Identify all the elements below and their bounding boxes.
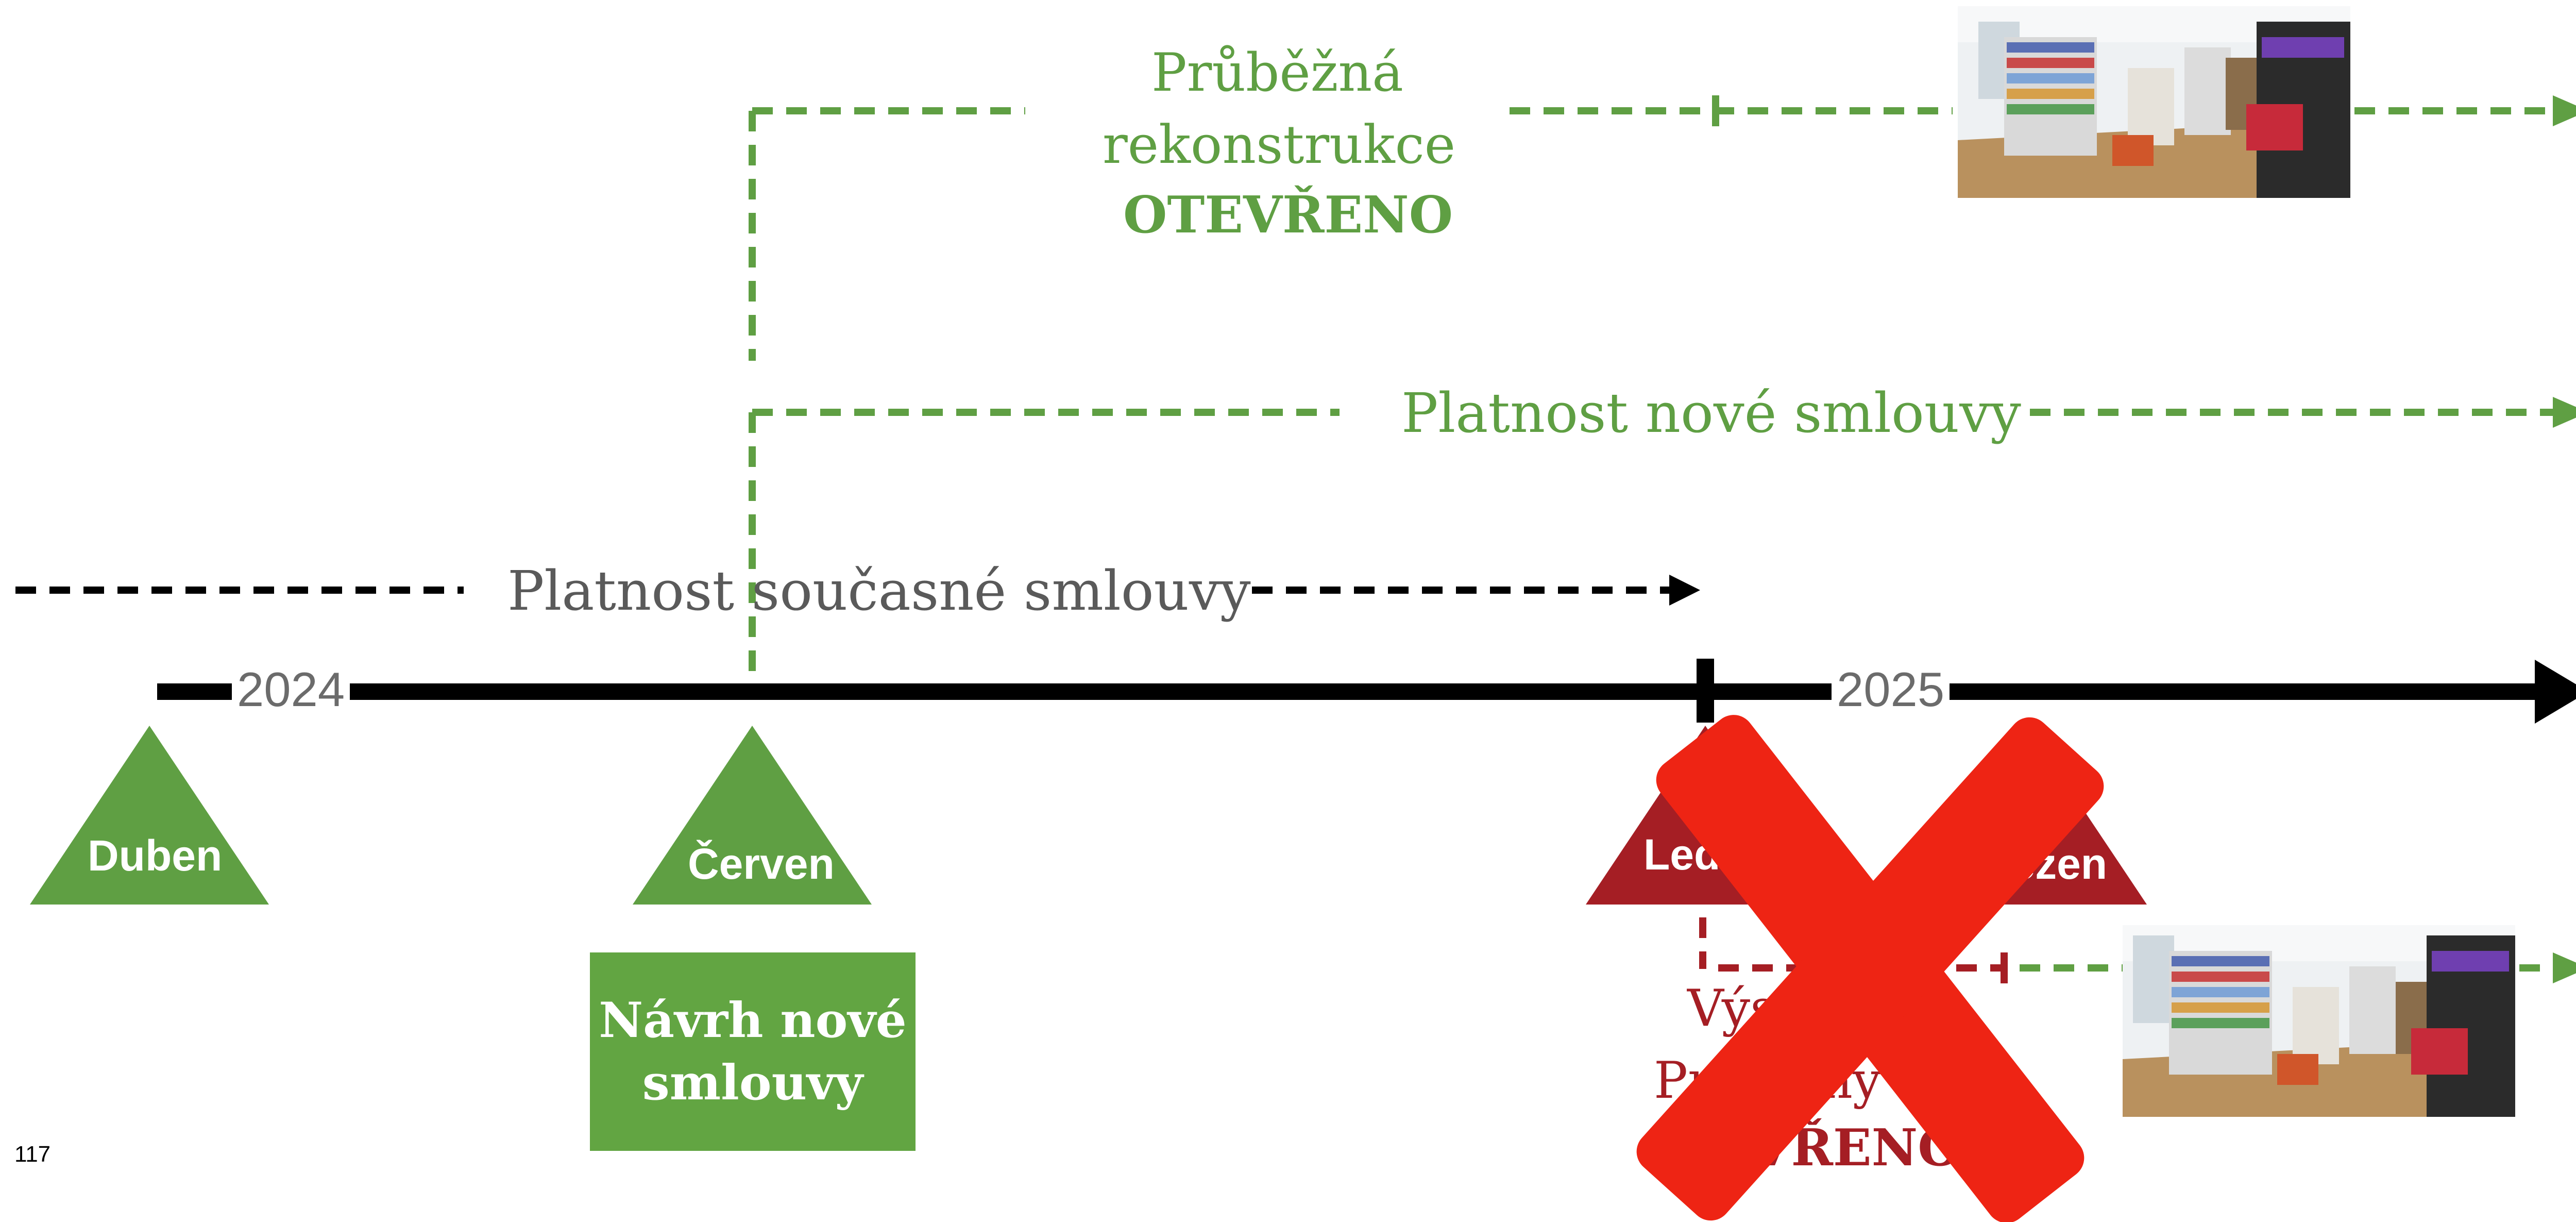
new-contract-arrowhead (2553, 397, 2576, 428)
current-contract-validity-label: Platnost současné smlouvy (507, 559, 1251, 623)
store-photo-bottom (2123, 925, 2515, 1117)
triangle-cerven (633, 726, 872, 905)
proposal-line2: smlouvy (642, 1054, 863, 1111)
store-photo-top (1958, 6, 2350, 198)
shop-interior-photo-icon-2 (2123, 925, 2515, 1117)
reconstruction-status: OTEVŘENO (1123, 186, 1453, 245)
current-contract-arrowhead (1669, 575, 1700, 606)
page-number: 117 (14, 1142, 51, 1167)
main-timeline-arrowhead (2535, 660, 2576, 724)
reconstruction-arrowhead (2553, 95, 2576, 126)
reconstruction-line1: Průběžná (1151, 42, 1403, 104)
new-contract-validity-label: Platnost nové smlouvy (1401, 381, 2021, 445)
shop-interior-photo-icon (1958, 6, 2350, 198)
triangle-duben (30, 726, 269, 905)
new-contract-proposal-box: Návrh nové smlouvy (590, 952, 916, 1151)
reconstruction-line2: rekonstrukce (1103, 114, 1456, 176)
milestone-label-duben: Duben (88, 831, 223, 880)
year-2024-label: 2024 (232, 662, 350, 717)
cross-stroke-2 (1636, 717, 2104, 1221)
reopen-branch-arrowhead (2553, 952, 2576, 983)
year-2025-label: 2025 (1832, 662, 1950, 717)
milestone-label-cerven: Červen (688, 840, 835, 888)
proposal-line1: Návrh nové (599, 992, 907, 1049)
